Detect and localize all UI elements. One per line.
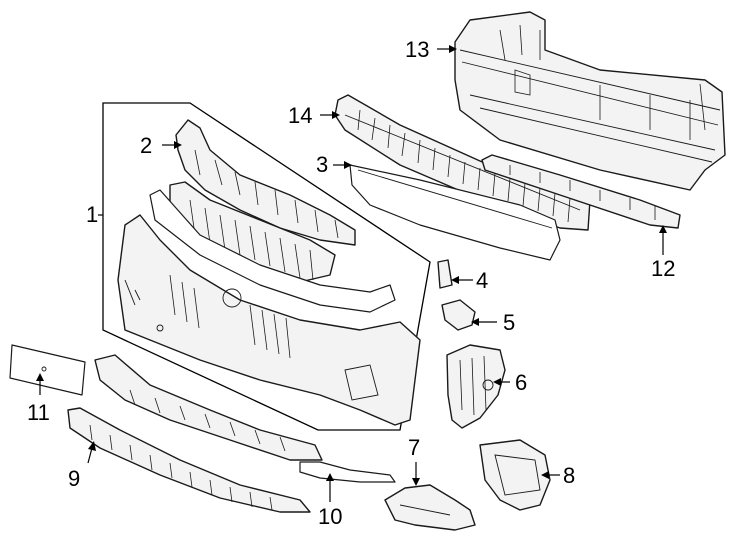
part-14-energy-absorber xyxy=(334,94,591,231)
callout-14: 14 xyxy=(288,103,312,128)
part-12-deflector xyxy=(481,154,681,229)
part-5-clip xyxy=(441,299,476,331)
assembly-frame xyxy=(102,102,431,431)
callout-12: 12 xyxy=(651,256,675,281)
callout-8: 8 xyxy=(563,463,575,488)
part-2-upper-bracket xyxy=(175,119,356,246)
upper-trim-strip xyxy=(149,189,396,313)
callout-11: 11 xyxy=(27,400,50,425)
bumper-cover xyxy=(117,214,421,426)
lower-valance-upper xyxy=(94,354,323,461)
leader-lines xyxy=(36,45,667,502)
part-7-bezel xyxy=(384,484,476,531)
callout-3: 3 xyxy=(316,152,328,177)
callout-4: 4 xyxy=(476,268,488,293)
part-13-radiator-support xyxy=(454,11,726,191)
part-3-grille-panel xyxy=(349,164,561,261)
part-6-side-guide xyxy=(446,344,506,429)
part-11-license-bracket xyxy=(9,344,86,396)
part-8-bezel xyxy=(479,439,551,511)
part-4-bracket xyxy=(437,259,453,289)
callout-2: 2 xyxy=(140,133,152,158)
part-9-lower-spoiler xyxy=(67,407,311,513)
callout-6: 6 xyxy=(515,370,527,395)
callout-10: 10 xyxy=(318,504,342,529)
callout-9: 9 xyxy=(68,466,80,491)
callout-5: 5 xyxy=(503,310,515,335)
part-10-lower-trim xyxy=(299,461,396,483)
callout-1: 1 xyxy=(86,202,98,227)
callout-13: 13 xyxy=(405,37,429,62)
callout-7: 7 xyxy=(408,435,420,460)
